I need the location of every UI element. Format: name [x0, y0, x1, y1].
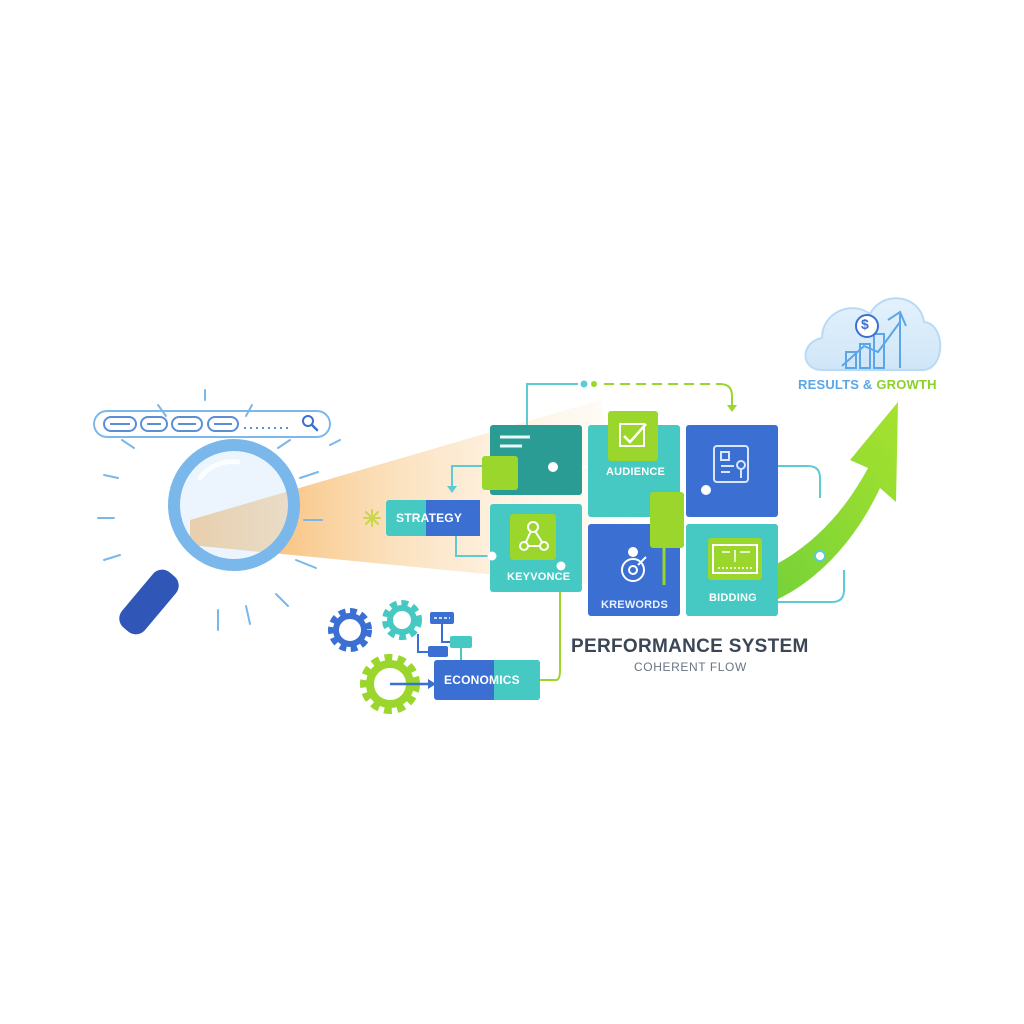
label-krewords[interactable]: KREWORDS: [601, 599, 668, 611]
gear-icon: [328, 608, 372, 652]
mini-flow: [390, 612, 472, 689]
results-label-part1: RESULTS &: [798, 377, 877, 392]
target-icon: [621, 547, 647, 582]
growth-bars-icon: [841, 310, 907, 369]
label-audience[interactable]: AUDIENCE: [606, 466, 666, 478]
tile-economics[interactable]: [434, 660, 540, 700]
growth-arrow-icon: [740, 402, 898, 612]
diagram-subtitle: COHERENT FLOW: [634, 660, 747, 674]
gear-icon: [382, 600, 422, 640]
search-token: [171, 416, 203, 432]
magnifier-icon: [119, 439, 300, 635]
connector-node: [814, 550, 826, 562]
search-bar[interactable]: [93, 410, 331, 438]
dollar-glyph: $: [861, 316, 869, 332]
checkbox-icon: [608, 411, 658, 461]
magnifier-rays: [97, 389, 341, 631]
tile-bidding[interactable]: [686, 524, 778, 616]
label-bidding[interactable]: BIDDING: [709, 592, 757, 604]
tile-strategy[interactable]: [386, 500, 480, 536]
search-icon[interactable]: [302, 415, 319, 432]
tile-top-left[interactable]: [482, 425, 582, 495]
label-keyvonce[interactable]: KEYVONCE: [507, 571, 571, 583]
label-economics[interactable]: ECONOMICS: [444, 673, 520, 687]
results-growth-label: RESULTS & GROWTH: [798, 377, 937, 392]
tile-keyvonce[interactable]: [487, 504, 583, 592]
tile-connector-lime: [650, 492, 684, 585]
search-token: [140, 416, 168, 432]
label-strategy[interactable]: STRATEGY: [396, 511, 463, 525]
dollar-icon: [855, 314, 879, 338]
chart-board-icon: [708, 538, 762, 580]
network-icon: [510, 514, 556, 560]
search-token: [103, 416, 137, 432]
tile-document[interactable]: [686, 425, 778, 517]
diagram-title: PERFORMANCE SYSTEM: [571, 636, 809, 657]
results-label-part2: GROWTH: [876, 377, 937, 392]
sparkle-icon: [363, 509, 381, 527]
search-token: [207, 416, 239, 432]
document-icon: [713, 445, 749, 483]
